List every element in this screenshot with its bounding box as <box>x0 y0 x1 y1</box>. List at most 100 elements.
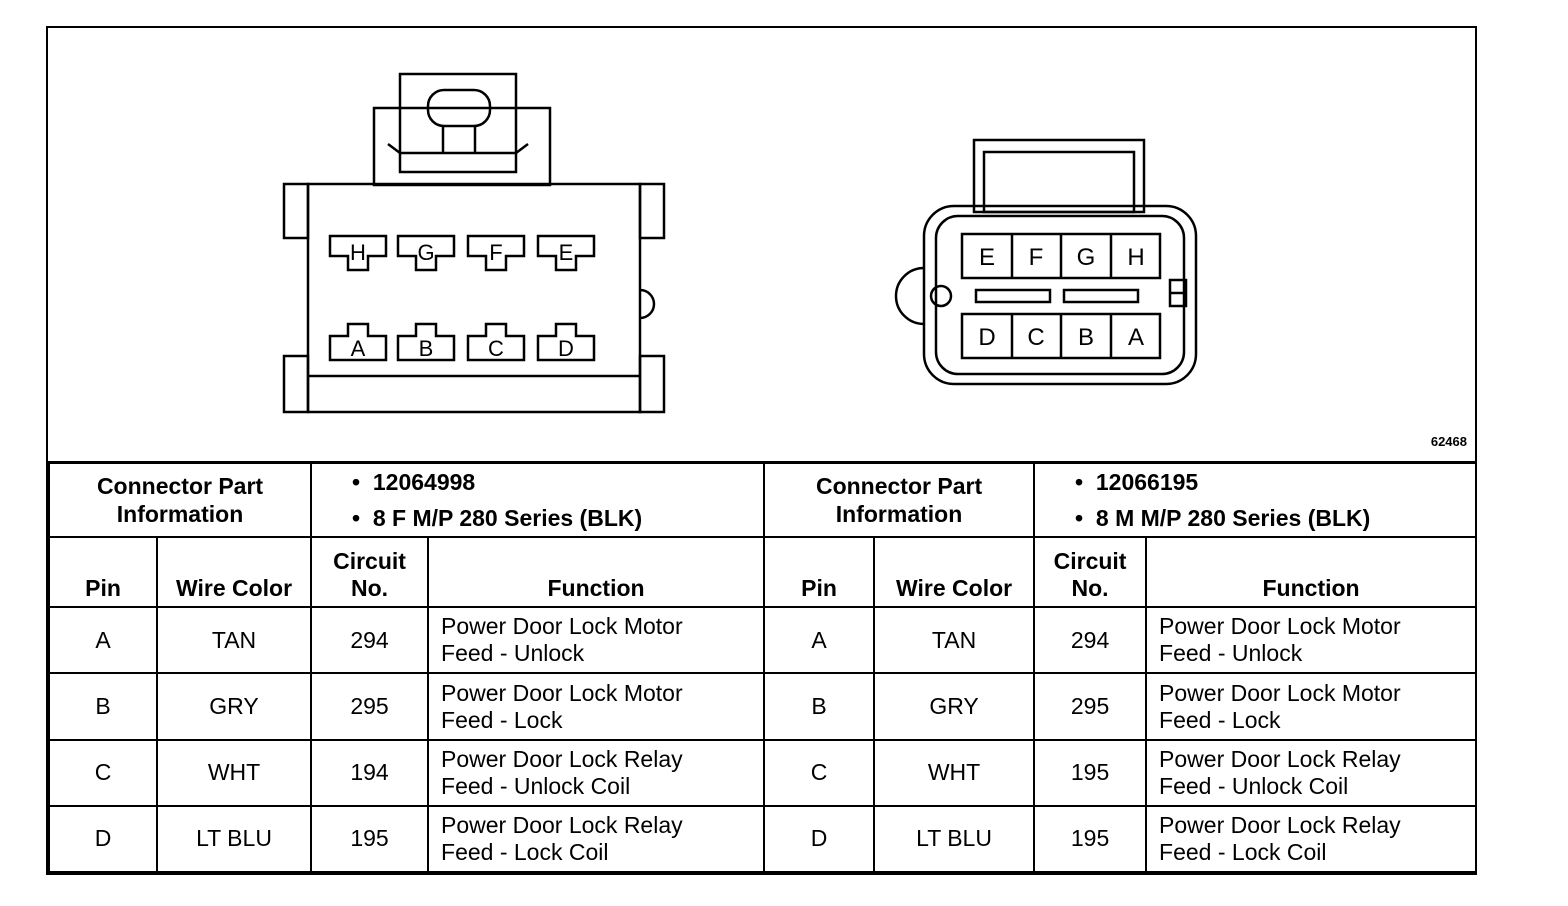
column-header-row: Pin Wire Color Circuit No. Function Pin … <box>48 536 1478 609</box>
left-col-function: Function <box>427 536 766 609</box>
right-part-label-line2: Information <box>835 501 963 528</box>
part-info-row: Connector Part Information 12064998 8 F … <box>47 461 1478 539</box>
left-part-series: 8 F M/P 280 Series (BLK) <box>352 500 763 536</box>
right-part-info-values: 12066195 8 M M/P 280 Series (BLK) <box>1033 461 1478 539</box>
female-pin-bottom-2: B <box>419 336 434 361</box>
left-part-number: 12064998 <box>352 464 763 500</box>
left-col-circuit: Circuit No. <box>310 536 430 609</box>
male-pin-bottom-2: C <box>1027 324 1044 351</box>
right-pin: C <box>763 738 876 807</box>
male-pin-labels: E F G H D C B A <box>978 244 1144 351</box>
left-col-pin: Pin <box>48 536 158 609</box>
right-wire-color: GRY <box>873 672 1036 741</box>
right-col-circuit-line1: Circuit <box>1053 548 1127 575</box>
female-connector <box>282 72 666 414</box>
right-pin: B <box>763 672 876 741</box>
left-pin: C <box>48 738 158 807</box>
left-part-label-line1: Connector Part <box>96 473 264 500</box>
left-pin: A <box>48 606 158 675</box>
right-wire-color: LT BLU <box>873 804 1036 874</box>
right-col-wire-color: Wire Color <box>873 536 1036 609</box>
left-pin: D <box>48 804 158 874</box>
right-part-number: 12066195 <box>1075 464 1475 500</box>
right-function-line1: Power Door Lock Relay <box>1159 811 1401 838</box>
left-col-circuit-line1: Circuit <box>333 548 406 575</box>
left-col-wire-color: Wire Color <box>155 536 313 609</box>
left-function-line1: Power Door Lock Relay <box>441 811 683 838</box>
left-circuit: 195 <box>310 804 430 874</box>
right-circuit: 294 <box>1033 606 1148 675</box>
female-pin-top-4: E <box>559 240 574 265</box>
diagram-frame: H G F E A B C D <box>46 26 1478 875</box>
right-col-circuit: Circuit No. <box>1033 536 1148 609</box>
female-pin-bottom-3: C <box>488 336 504 361</box>
left-circuit: 295 <box>310 672 430 741</box>
left-function-line1: Power Door Lock Motor <box>441 679 683 706</box>
right-function-line1: Power Door Lock Motor <box>1159 679 1401 706</box>
female-pin-top-1: H <box>350 240 366 265</box>
left-wire-color: LT BLU <box>155 804 313 874</box>
right-pin: D <box>763 804 876 874</box>
left-pin: B <box>48 672 158 741</box>
male-pin-bottom-1: D <box>978 324 995 351</box>
left-wire-color: TAN <box>155 606 313 675</box>
right-wire-color: WHT <box>873 738 1036 807</box>
male-pin-bottom-3: B <box>1078 324 1094 351</box>
male-pin-top-3: G <box>1077 244 1096 271</box>
left-function-line1: Power Door Lock Relay <box>441 745 683 772</box>
right-col-circuit-line2: No. <box>1071 575 1109 602</box>
male-pin-top-1: E <box>979 244 995 271</box>
right-col-pin: Pin <box>763 536 876 609</box>
right-function-line2: Feed - Unlock <box>1159 640 1303 667</box>
figure-number: 62468 <box>1430 434 1467 449</box>
right-pin: A <box>763 606 876 675</box>
right-col-function: Function <box>1145 536 1478 609</box>
female-pin-top-2: G <box>417 240 434 265</box>
right-function-line2: Feed - Lock Coil <box>1159 838 1327 865</box>
left-function-line2: Feed - Unlock <box>441 640 585 667</box>
right-wire-color: TAN <box>873 606 1036 675</box>
left-col-circuit-line2: No. <box>350 575 389 602</box>
right-function-line2: Feed - Lock <box>1159 706 1281 733</box>
female-pin-top-3: F <box>489 240 502 265</box>
female-pin-bottom-1: A <box>351 336 366 361</box>
right-circuit: 295 <box>1033 672 1148 741</box>
right-circuit: 195 <box>1033 804 1148 874</box>
right-part-label-line1: Connector Part <box>815 473 983 500</box>
right-function-line2: Feed - Unlock Coil <box>1159 772 1349 799</box>
male-connector <box>894 138 1198 386</box>
left-part-info-values: 12064998 8 F M/P 280 Series (BLK) <box>310 461 766 539</box>
male-pin-top-4: H <box>1127 244 1144 271</box>
left-function-line2: Feed - Lock <box>441 706 563 733</box>
left-part-info-label: Connector Part Information <box>47 461 313 539</box>
connector-pinout-table: Connector Part Information 12064998 8 F … <box>47 461 1478 874</box>
left-circuit: 294 <box>310 606 430 675</box>
male-pin-top-2: F <box>1029 244 1044 271</box>
left-function-line2: Feed - Unlock Coil <box>441 772 631 799</box>
male-pin-bottom-4: A <box>1128 324 1144 351</box>
right-part-info-label: Connector Part Information <box>763 461 1036 539</box>
left-part-label-line2: Information <box>116 501 244 528</box>
left-wire-color: GRY <box>155 672 313 741</box>
female-pin-labels: H G F E A B C D <box>350 240 574 361</box>
right-circuit: 195 <box>1033 738 1148 807</box>
connector-drawings: H G F E A B C D <box>282 72 1198 414</box>
left-function-line1: Power Door Lock Motor <box>441 613 683 640</box>
right-function-line1: Power Door Lock Motor <box>1159 613 1401 640</box>
left-wire-color: WHT <box>155 738 313 807</box>
left-function-line2: Feed - Lock Coil <box>441 838 609 865</box>
right-function-line1: Power Door Lock Relay <box>1159 745 1401 772</box>
right-part-series: 8 M M/P 280 Series (BLK) <box>1075 500 1475 536</box>
